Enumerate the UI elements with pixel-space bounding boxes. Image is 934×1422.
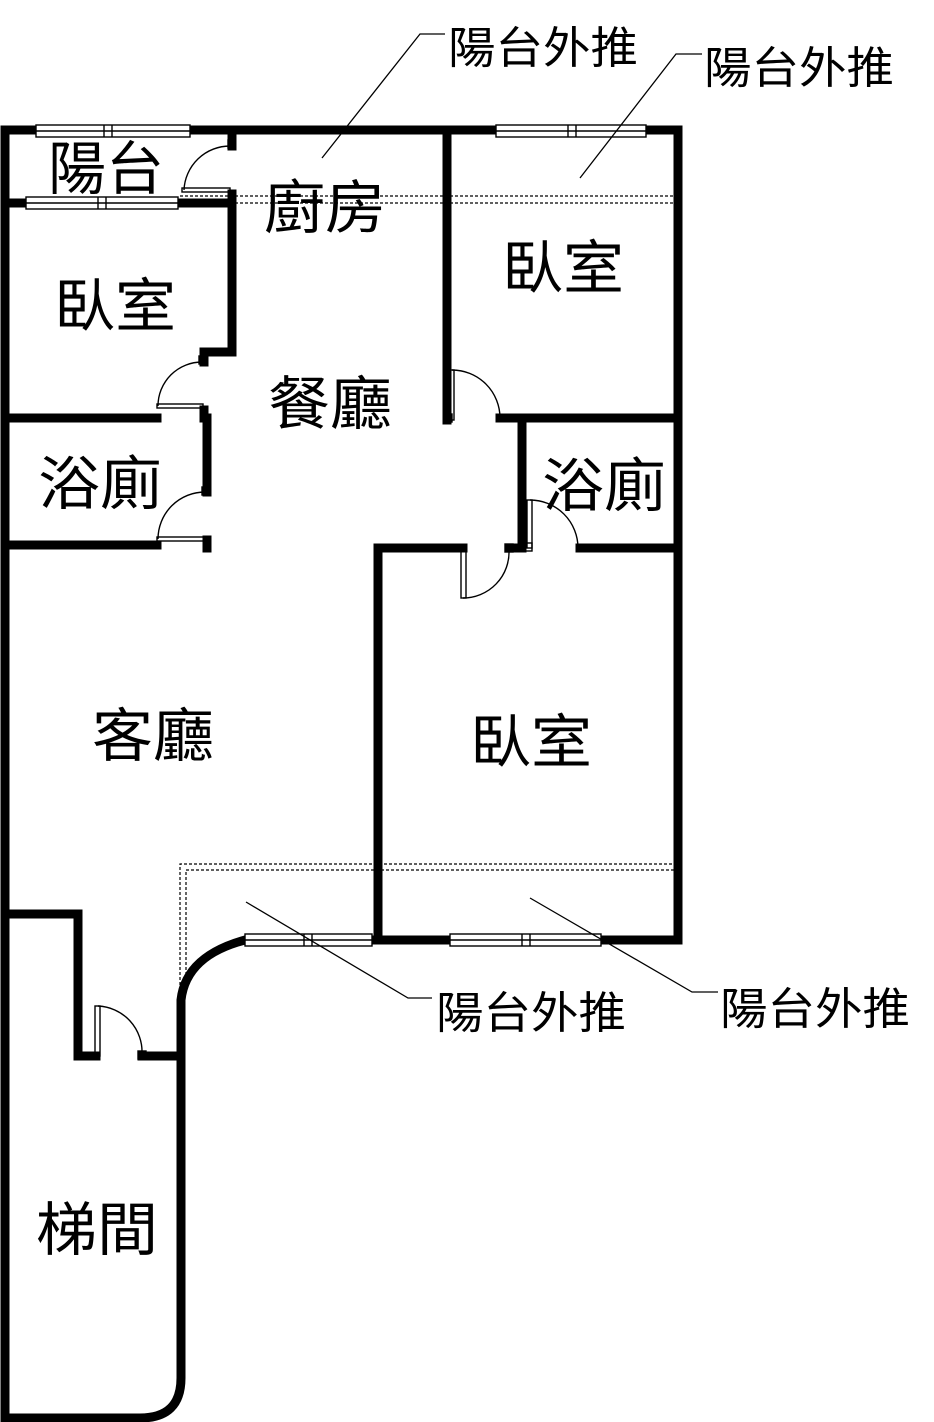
- note-push-out-1: 陽台外推: [448, 23, 638, 74]
- room-label-kitchen: 廚房: [264, 174, 386, 242]
- window-living-bottom: [244, 933, 373, 947]
- door-stairwell: [94, 1005, 147, 1060]
- room-label-bedroom-se: 臥室: [470, 708, 592, 776]
- room-label-bath-e: 浴廁: [542, 452, 666, 520]
- door-se-bedroom: [460, 543, 514, 599]
- room-label-bedroom-ne: 臥室: [502, 234, 624, 302]
- note-push-out-4: 陽台外推: [720, 984, 910, 1035]
- door-e-bath: [523, 499, 579, 552]
- door-nw-bedroom: [156, 355, 208, 409]
- room-label-bedroom-nw: 臥室: [54, 272, 176, 340]
- window-se-bottom: [449, 933, 602, 947]
- room-label-dining: 餐廳: [268, 370, 392, 438]
- leader-lines: [245, 33, 718, 999]
- room-label-living: 客廳: [92, 702, 214, 770]
- door-ne-bedroom: [443, 369, 501, 423]
- room-label-stairwell: 梯間: [36, 1196, 158, 1264]
- window-balcony-bottom: [25, 196, 179, 210]
- window-ne-top: [495, 124, 647, 138]
- room-label-bath-w: 浴廁: [38, 450, 162, 518]
- room-label-balcony: 陽台: [48, 135, 164, 203]
- door-balcony-kitchen: [181, 139, 235, 193]
- pushout-dashed-lines: [179, 195, 678, 985]
- note-push-out-2: 陽台外推: [704, 43, 894, 94]
- note-push-out-3: 陽台外推: [436, 988, 626, 1039]
- walls: [0, 125, 683, 1422]
- window-balcony-top: [35, 124, 191, 138]
- door-w-bath: [156, 486, 211, 542]
